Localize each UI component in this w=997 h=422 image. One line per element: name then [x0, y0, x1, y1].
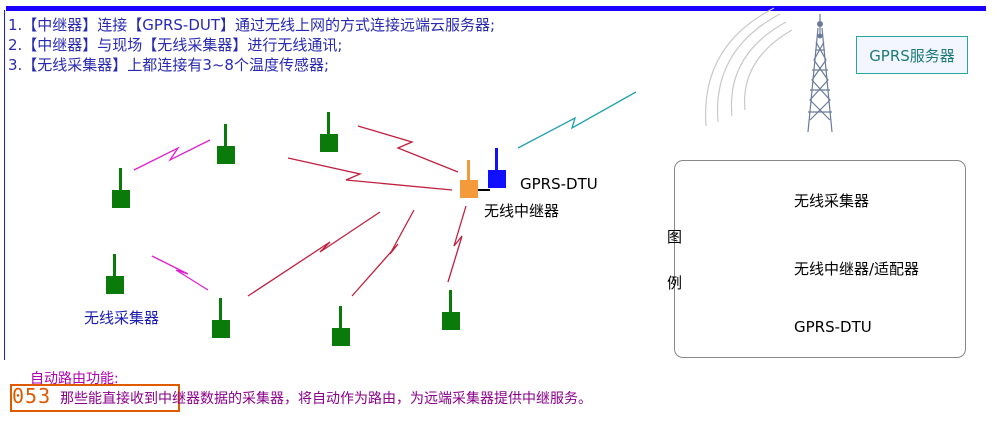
- repeater-label: 无线中继器: [484, 202, 560, 220]
- description-line-2: 2.【中继器】与现场【无线采集器】进行无线通讯;: [8, 36, 343, 54]
- link-collector-bottom-mid: [351, 209, 415, 297]
- link-collector-left-top: [133, 139, 211, 171]
- wireless-links: [133, 91, 637, 297]
- collector-icon: [106, 254, 124, 294]
- gprs-server-box: GPRS服务器: [856, 36, 968, 74]
- phone-watermark-number: 053: [12, 384, 52, 408]
- collector-icon: [442, 290, 460, 330]
- collector-icon: [320, 112, 338, 152]
- left-border-rule: [4, 10, 5, 360]
- dtu-icon: [488, 148, 506, 188]
- legend-item-repeater: 无线中继器/适配器: [794, 260, 920, 278]
- gprs-server-label: GPRS服务器: [869, 46, 955, 65]
- auto-routing-text: 那些能直接收到中继器数据的采集器，将自动作为路由，为远端采集器提供中继服务。: [60, 391, 592, 407]
- legend-item-collector: 无线采集器: [794, 192, 870, 210]
- link-collector-top-right: [357, 125, 459, 173]
- legend-title-top: 图: [667, 228, 683, 246]
- collector-icon: [217, 124, 235, 164]
- link-dtu-tower: [517, 91, 637, 149]
- signal-tower-icon: [704, 7, 833, 133]
- legend-title-bottom: 例: [667, 274, 683, 292]
- collectors: [106, 112, 460, 346]
- link-collector-left-bottom: [151, 255, 209, 291]
- collector-icon: [212, 298, 230, 338]
- link-collector-top-mid: [287, 157, 453, 191]
- legend-box: [674, 160, 966, 358]
- repeater-icon: [460, 160, 478, 198]
- dtu-label: GPRS-DTU: [520, 175, 598, 193]
- description-line-3: 3.【无线采集器】上都连接有3~8个温度传感器;: [8, 56, 330, 74]
- collector-label: 无线采集器: [84, 309, 160, 327]
- description-line-1: 1.【中继器】连接【GPRS-DUT】通过无线上网的方式连接远端云服务器;: [8, 16, 496, 34]
- collector-icon: [112, 168, 130, 208]
- legend-item-dtu: GPRS-DTU: [794, 318, 872, 336]
- link-collector-bottom-right: [447, 205, 467, 283]
- phone-watermark-box: [10, 384, 180, 412]
- auto-routing-title: 自动路由功能:: [30, 371, 119, 387]
- link-collector-bottom-left: [247, 211, 381, 297]
- collector-icon: [332, 306, 350, 346]
- top-border-bar: [6, 6, 986, 11]
